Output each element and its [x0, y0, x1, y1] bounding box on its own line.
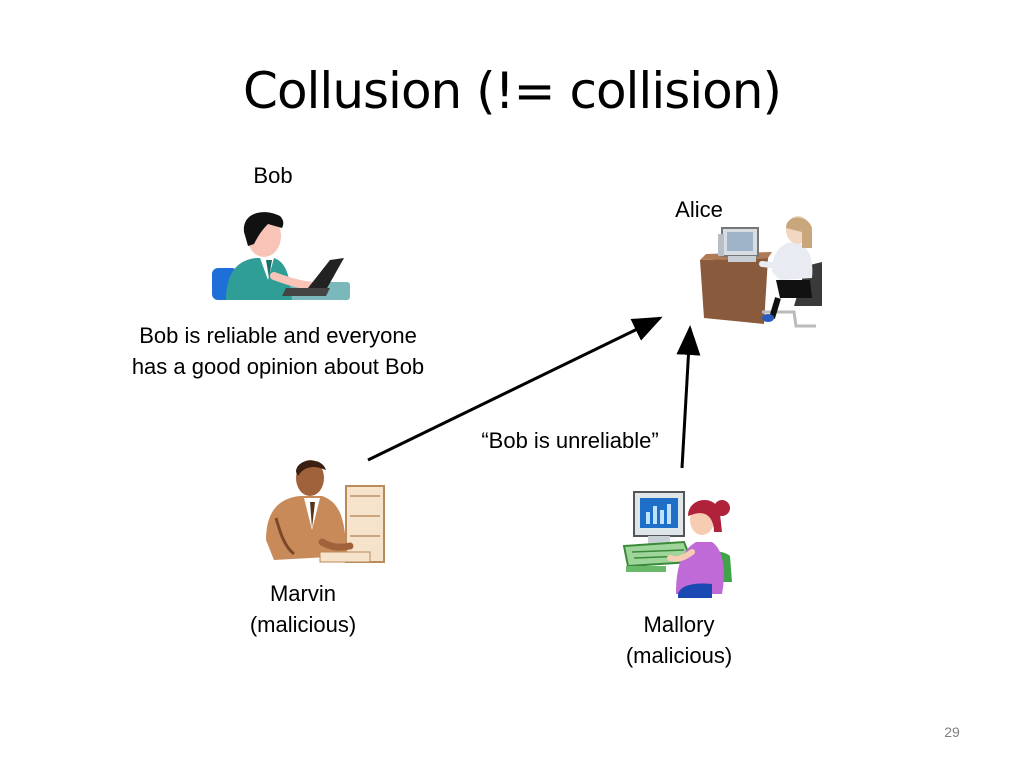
marvin-role-label: (malicious)	[249, 612, 357, 637]
bob-figure	[212, 206, 352, 302]
person-computer-icon	[266, 460, 385, 563]
mallory-figure	[622, 486, 738, 598]
marvin-to-alice-arrow	[367, 316, 663, 462]
alice-figure	[698, 214, 826, 328]
bob-name-label: Bob	[253, 163, 293, 188]
slide-number: 29	[944, 724, 960, 740]
bob-description-line-1: Bob is reliable and everyone	[139, 323, 417, 348]
mallory-to-alice-arrow	[676, 325, 701, 469]
person-laptop-icon	[212, 212, 350, 300]
person-desk-computer-icon	[700, 216, 822, 328]
alice-name-label: Alice	[675, 197, 723, 222]
message-label: “Bob is unreliable”	[481, 428, 659, 453]
marvin-figure	[264, 456, 388, 570]
bob-description-line-2: has a good opinion about Bob	[131, 354, 425, 379]
mallory-name-label: Mallory	[643, 612, 715, 637]
mallory-role-label: (malicious)	[625, 643, 733, 668]
slide-title: Collusion (!= collision)	[243, 62, 782, 120]
marvin-name-label: Marvin	[269, 581, 336, 606]
person-computer-icon	[622, 491, 732, 598]
